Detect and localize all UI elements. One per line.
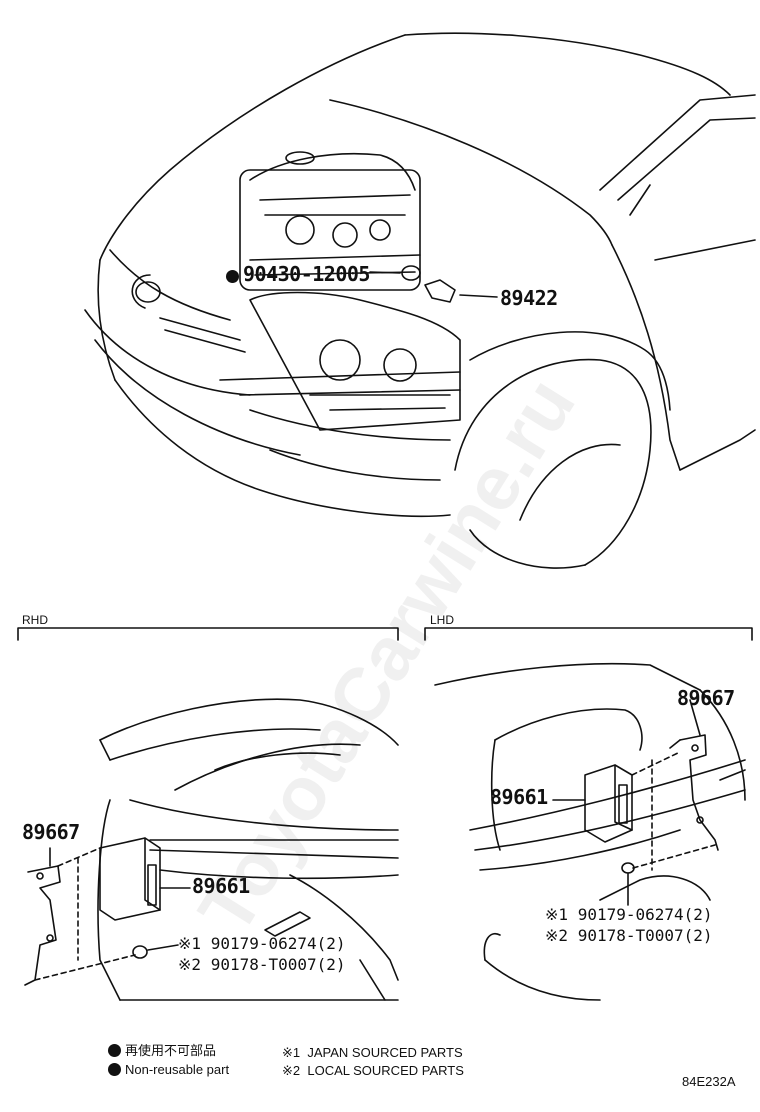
rhd-heading: RHD	[22, 613, 48, 627]
legend-mark2-text: LOCAL SOURCED PARTS	[307, 1063, 464, 1078]
rhd-callout-89661[interactable]: 89661	[192, 874, 250, 898]
legend-mark1-symbol: ※1	[282, 1045, 301, 1060]
lhd-note1[interactable]: ※1 90179-06274(2)	[545, 907, 713, 923]
callout-89422[interactable]: 89422	[500, 286, 558, 310]
rhd-note2[interactable]: ※2 90178-T0007(2)	[178, 957, 346, 973]
lhd-note2[interactable]: ※2 90178-T0007(2)	[545, 928, 713, 944]
callout-90430-12005[interactable]: 90430-12005	[226, 264, 370, 284]
legend-mark2-symbol: ※2	[282, 1063, 301, 1078]
note2-mark: ※2	[178, 955, 202, 974]
rhd-callout-89667[interactable]: 89667	[22, 820, 80, 844]
rhd-note1[interactable]: ※1 90179-06274(2)	[178, 936, 346, 952]
note2-part: 90178-T0007(2)	[577, 926, 713, 945]
legend-jp-text: 再使用不可部品	[125, 1043, 217, 1058]
legend-en-text: Non-reusable part	[125, 1062, 230, 1077]
legend-nonreusable-jp: 再使用不可部品	[108, 1044, 216, 1057]
legend-nonreusable-en: Non-reusable part	[108, 1063, 229, 1076]
legend-mark1-text: JAPAN SOURCED PARTS	[307, 1045, 463, 1060]
nonreusable-dot-icon	[108, 1044, 121, 1057]
car-front-illustration	[84, 32, 756, 569]
lhd-panel-illustration	[424, 627, 753, 1001]
note1-part: 90179-06274(2)	[210, 934, 346, 953]
note2-mark: ※2	[545, 926, 569, 945]
note2-part: 90178-T0007(2)	[210, 955, 346, 974]
legend-mark2: ※2 LOCAL SOURCED PARTS	[282, 1064, 464, 1077]
rhd-panel-illustration	[17, 627, 399, 1001]
nonreusable-dot-icon	[108, 1063, 121, 1076]
nonreusable-dot-icon	[226, 270, 239, 283]
lhd-heading: LHD	[430, 613, 455, 627]
part-number-label: 90430-12005	[243, 262, 370, 286]
lhd-callout-89661[interactable]: 89661	[490, 785, 548, 809]
lhd-callout-89667[interactable]: 89667	[677, 686, 735, 710]
note1-mark: ※1	[545, 905, 569, 924]
diagram-id: 84E232A	[682, 1074, 736, 1089]
note1-part: 90179-06274(2)	[577, 905, 713, 924]
note1-mark: ※1	[178, 934, 202, 953]
legend-mark1: ※1 JAPAN SOURCED PARTS	[282, 1046, 463, 1059]
